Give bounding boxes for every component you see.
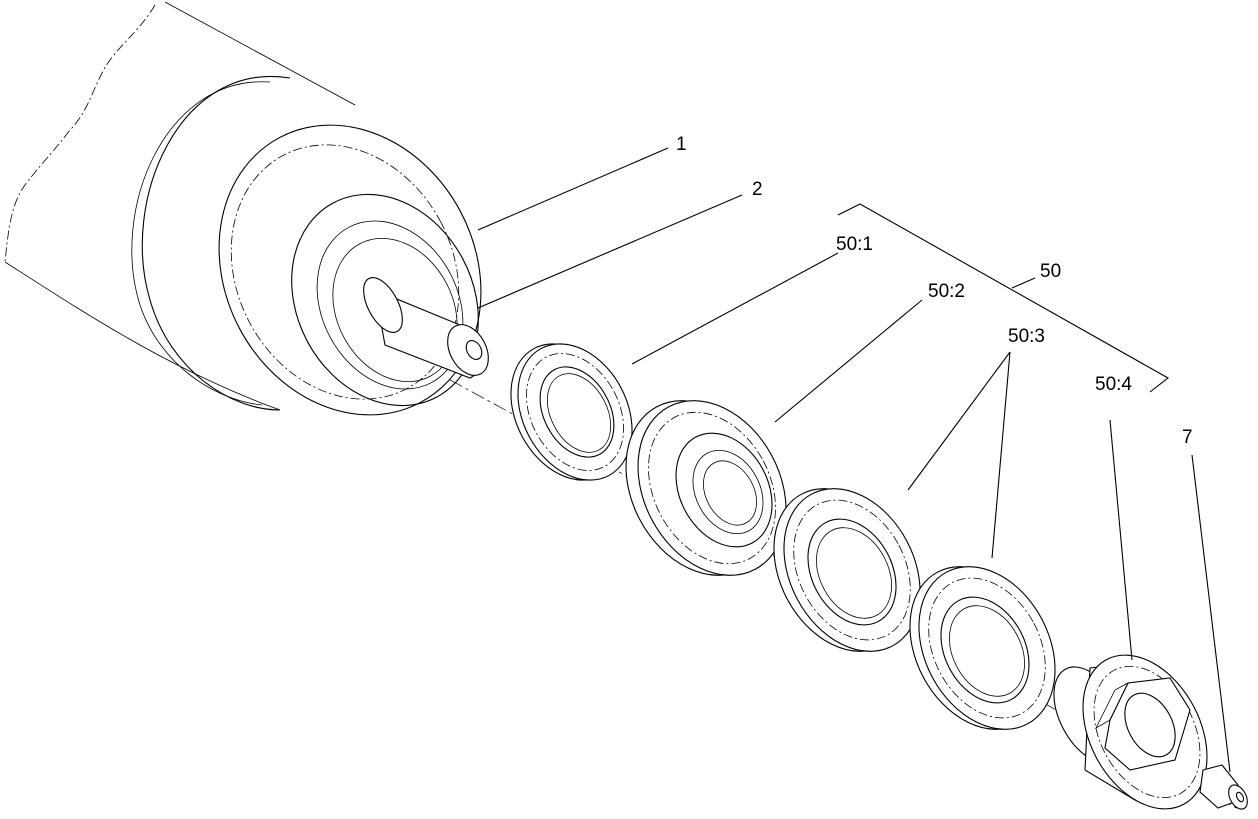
bearing-50-2-bore xyxy=(692,449,764,535)
body-bottom-edge xyxy=(4,261,281,411)
seal-50-3-a xyxy=(773,488,921,652)
leader-50 xyxy=(1011,277,1036,289)
roller-bore xyxy=(316,220,464,390)
body-top-edge xyxy=(164,1,356,106)
leader-7 xyxy=(1191,454,1231,773)
leader-50-1 xyxy=(631,252,839,365)
bearing-50-2-race xyxy=(675,432,773,548)
callout-2: 2 xyxy=(752,179,763,200)
leader-1 xyxy=(477,147,669,231)
callout-50: 50 xyxy=(1040,261,1061,282)
seal-50-3a-bore-inner xyxy=(816,527,892,619)
callout-50-4: 50:4 xyxy=(1095,374,1132,395)
nut-50-4 xyxy=(1053,654,1208,810)
seal-50-3b-dash xyxy=(928,577,1046,719)
callout-50-2: 50:2 xyxy=(928,281,965,302)
roller-body xyxy=(4,1,482,416)
roller-bore-inner xyxy=(332,237,458,383)
grease-fitting-7 xyxy=(1199,764,1248,810)
seal-50-1-dash xyxy=(526,353,624,471)
bearing-50-2-dash xyxy=(648,411,776,565)
seal-50-3b-bore xyxy=(940,596,1030,704)
seal-50-3b-bore-inner xyxy=(949,605,1025,697)
bearing-50-2-bore-inner xyxy=(703,460,757,526)
shaft-end-hole xyxy=(465,340,483,360)
leader-2 xyxy=(477,194,743,309)
bracket-50 xyxy=(837,203,1169,393)
shaft xyxy=(363,277,489,379)
body-rim-outer xyxy=(141,75,291,411)
seal-50-1 xyxy=(510,343,633,481)
seal-50-3-b xyxy=(909,566,1056,730)
nut-50-4-bore xyxy=(1124,692,1176,758)
roller-face-dash xyxy=(230,144,460,400)
leader-50-3b xyxy=(991,351,1011,559)
break-line xyxy=(4,4,156,263)
shaft-shoulder xyxy=(363,277,403,333)
shaft-end xyxy=(447,324,489,376)
roller-face-outer xyxy=(218,124,482,416)
callout-50-3: 50:3 xyxy=(1008,326,1045,347)
seal-50-3a-bore xyxy=(807,518,897,626)
nut-50-4-hex xyxy=(1104,677,1191,771)
seal-50-1-bore xyxy=(539,366,615,458)
roller-face-inner xyxy=(291,193,479,407)
callout-50-1: 50:1 xyxy=(836,234,873,255)
leader-50-2 xyxy=(774,299,923,423)
callout-7: 7 xyxy=(1182,427,1193,448)
grease-fitting-tip xyxy=(1228,784,1248,810)
seal-50-1-bore-inner xyxy=(546,373,612,453)
leader-50-3a xyxy=(907,351,1011,491)
leader-50-4 xyxy=(1109,419,1133,661)
grease-fitting-nozzle xyxy=(1235,791,1245,803)
bearing-50-2 xyxy=(625,400,787,576)
callout-1: 1 xyxy=(676,134,687,155)
bearing-50-2-front xyxy=(637,400,787,576)
body-rim-inner xyxy=(131,81,271,406)
nut-50-4-hex-side xyxy=(1095,682,1129,730)
seal-50-3b-front xyxy=(918,566,1056,730)
seal-50-3a-front xyxy=(783,488,921,652)
